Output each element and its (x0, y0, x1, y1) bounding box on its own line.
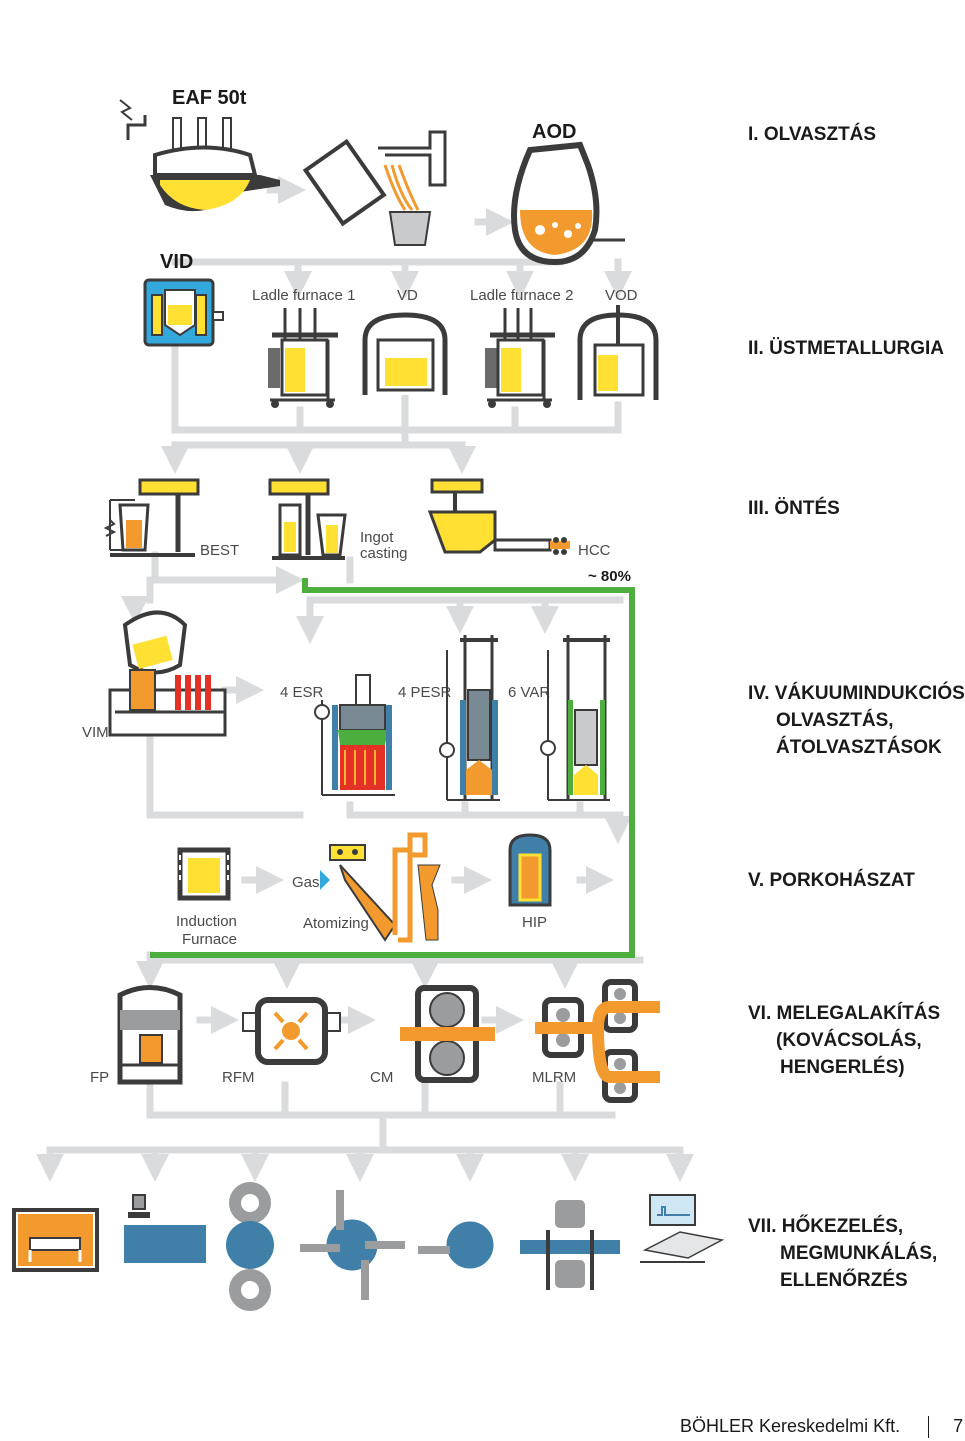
ingot-casting-icon (268, 478, 347, 560)
vacuum-degasser-icon (362, 312, 448, 395)
footer-company: BÖHLER Kereskedelmi Kft. (680, 1416, 901, 1436)
atomizer-icon (320, 832, 441, 943)
hip-press-icon (508, 833, 552, 907)
grinding-icon (226, 1182, 274, 1311)
induction-label-2: Furnace (182, 931, 237, 948)
footer: BÖHLER Kereskedelmi Kft. 7 (680, 1416, 964, 1439)
var-icon (540, 635, 610, 801)
rfm-label: RFM (222, 1069, 255, 1086)
hcc-caster-icon (427, 478, 570, 555)
ingot-label-2: casting (360, 545, 408, 562)
vid-furnace-icon (143, 278, 224, 347)
ladle-furnace-icon (268, 308, 338, 408)
machining-icon (124, 1194, 206, 1263)
eaf-label: EAF 50t (172, 87, 247, 109)
vid-label: VID (160, 251, 193, 273)
pesr-label: 4 PESR (398, 684, 452, 701)
hcc-label: HCC (578, 542, 611, 559)
ladle-pour-icon (302, 130, 447, 246)
peeling-icon (300, 1190, 405, 1300)
radial-forging-icon (242, 997, 341, 1065)
vim-furnace-icon (108, 610, 227, 737)
eaf-furnace-icon (119, 99, 280, 212)
vod-label: VOD (605, 287, 638, 304)
stage-4-title: IV. VÁKUUMINDUKCIÓS OLVASZTÁS, ÁTOLVASZT… (748, 683, 965, 758)
vod-icon (577, 305, 659, 400)
aod-converter-icon (511, 141, 625, 266)
stage-7-title: VII. HŐKEZELÉS, MEGMUNKÁLÁS, ELLENŐRZÉS (748, 1216, 938, 1291)
stage-1-title: I. OLVASZTÁS (748, 124, 877, 145)
esr-label: 4 ESR (280, 684, 324, 701)
stage-6-title: VI. MELEGALAKÍTÁS (KOVÁCSOLÁS, HENGERLÉS… (748, 1003, 941, 1078)
footer-separator (928, 1416, 930, 1439)
inspection-icon (640, 1194, 725, 1263)
stage-5-title: V. PORKOHÁSZAT (748, 870, 915, 891)
hip-label: HIP (522, 914, 547, 931)
flow-lines (36, 176, 694, 1182)
best-caster-icon (103, 478, 200, 557)
page-number: 7 (953, 1416, 964, 1436)
hcc-route-line (150, 578, 635, 958)
forging-press-icon (117, 985, 183, 1085)
ladle2-label: Ladle furnace 2 (470, 287, 573, 304)
induction-furnace-icon (177, 847, 231, 901)
aod-label: AOD (532, 121, 576, 143)
mlrm-label: MLRM (532, 1069, 576, 1086)
ladle1-label: Ladle furnace 1 (252, 287, 355, 304)
multi-line-mill-icon (535, 979, 660, 1103)
cogging-mill-icon (400, 985, 495, 1083)
fp-label: FP (90, 1069, 109, 1086)
atomizing-label: Atomizing (303, 915, 369, 932)
stage-3-title: III. ÖNTÉS (748, 498, 840, 519)
percent-label: ~ 80% (588, 568, 631, 585)
turning-icon (418, 1218, 497, 1272)
ladle-furnace-icon (485, 308, 555, 408)
straightening-icon (520, 1200, 620, 1290)
cm-label: CM (370, 1069, 393, 1086)
ingot-label-1: Ingot (360, 529, 394, 546)
gas-label: Gas (292, 874, 320, 891)
vim-label: VIM (82, 724, 109, 741)
stage-2-title: II. ÜSTMETALLURGIA (748, 338, 944, 359)
var-label: 6 VAR (508, 684, 550, 701)
vd-label: VD (397, 287, 418, 304)
pesr-icon (439, 635, 500, 801)
heat-treatment-oven-icon (12, 1208, 99, 1272)
best-label: BEST (200, 542, 239, 559)
induction-label-1: Induction (176, 913, 237, 930)
esr-icon (314, 674, 395, 796)
